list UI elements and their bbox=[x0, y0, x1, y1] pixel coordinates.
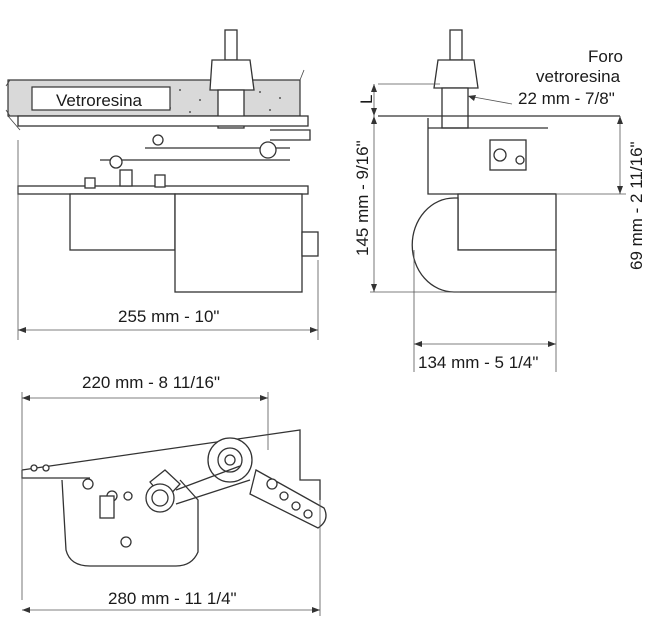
dim-plan-length-label: 280 mm - 11 1/4" bbox=[108, 589, 237, 608]
hole-title: Foro bbox=[588, 47, 623, 66]
panel-material-label: Vetroresina bbox=[56, 91, 143, 110]
thickness-symbol: L bbox=[357, 95, 376, 104]
dim-front-width-label: 134 mm - 5 1/4" bbox=[418, 353, 538, 372]
dim-total-height-label: 145 mm - 9/16" bbox=[353, 140, 372, 256]
dim-plan-width: 220 mm - 8 11/16" bbox=[21, 373, 269, 600]
dim-total-height: 145 mm - 9/16" bbox=[353, 116, 460, 293]
front-view bbox=[378, 29, 620, 293]
hole-material: vetroresina bbox=[536, 67, 621, 86]
dim-side-length: 255 mm - 10" bbox=[17, 140, 319, 340]
front-motor-body bbox=[457, 193, 557, 251]
dim-upper-height: 69 mm - 2 11/16" bbox=[556, 116, 646, 270]
side-view: Vetroresina bbox=[5, 29, 319, 293]
dim-plan-width-label: 220 mm - 8 11/16" bbox=[82, 373, 220, 392]
dim-side-length-label: 255 mm - 10" bbox=[118, 307, 219, 326]
dim-thickness: L bbox=[357, 83, 440, 116]
dim-plan-length: 280 mm - 11 1/4" bbox=[22, 500, 321, 616]
motor-housing bbox=[174, 193, 303, 293]
plan-view bbox=[21, 429, 327, 567]
panel-label-box bbox=[31, 86, 171, 111]
hole-callout: Foro vetroresina 22 mm - 7/8" bbox=[467, 47, 623, 108]
dim-upper-height-label: 69 mm - 2 11/16" bbox=[627, 141, 646, 270]
dim-front-width: 134 mm - 5 1/4" bbox=[413, 250, 557, 372]
motor-body bbox=[69, 193, 176, 251]
hole-size: 22 mm - 7/8" bbox=[518, 89, 615, 108]
